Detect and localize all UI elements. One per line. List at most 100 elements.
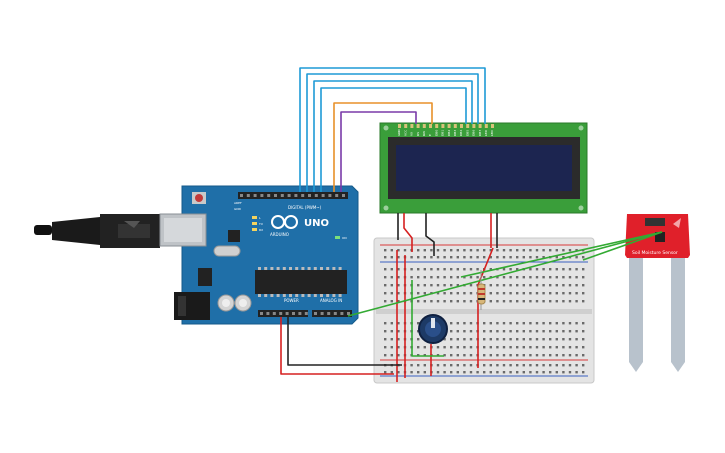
chip-pin bbox=[313, 294, 317, 297]
breadboard-hole bbox=[562, 256, 565, 259]
breadboard-hole bbox=[456, 346, 459, 349]
header-pin bbox=[347, 312, 350, 315]
breadboard-hole bbox=[542, 276, 545, 279]
breadboard-hole bbox=[509, 276, 512, 279]
breadboard-hole bbox=[463, 364, 466, 367]
lcd-pin bbox=[491, 124, 494, 128]
breadboard-hole bbox=[410, 364, 413, 367]
breadboard-hole bbox=[463, 330, 466, 333]
breadboard-hole bbox=[456, 284, 459, 287]
breadboard-hole bbox=[582, 338, 585, 341]
breadboard-hole bbox=[502, 276, 506, 279]
breadboard-hole bbox=[555, 346, 558, 349]
breadboard-hole bbox=[476, 249, 479, 252]
breadboard-hole bbox=[463, 322, 466, 325]
lcd-pin-label: GND bbox=[397, 128, 401, 136]
breadboard-hole bbox=[549, 322, 552, 325]
breadboard-hole bbox=[575, 284, 578, 287]
breadboard-hole bbox=[450, 256, 453, 259]
potentiometer[interactable] bbox=[418, 314, 448, 344]
breadboard-hole bbox=[483, 322, 486, 325]
soil-moisture-sensor: Soil Moisture Sensor bbox=[625, 214, 690, 372]
breadboard-hole bbox=[562, 284, 565, 287]
lcd-pin bbox=[422, 124, 426, 128]
breadboard-hole bbox=[496, 256, 499, 259]
breadboard-hole bbox=[489, 292, 492, 295]
breadboard-hole bbox=[529, 284, 532, 287]
breadboard-hole bbox=[436, 276, 440, 279]
breadboard-hole bbox=[483, 276, 486, 279]
chip-pin bbox=[301, 267, 305, 270]
breadboard-hole bbox=[549, 300, 552, 303]
breadboard-hole bbox=[450, 292, 453, 295]
chip-pin bbox=[258, 294, 261, 297]
breadboard-hole bbox=[483, 364, 486, 367]
breadboard-hole bbox=[549, 276, 552, 279]
breadboard-hole bbox=[423, 249, 426, 252]
breadboard-hole bbox=[384, 371, 387, 374]
breadboard-hole bbox=[509, 249, 512, 252]
breadboard-hole bbox=[496, 364, 499, 367]
breadboard-hole bbox=[476, 276, 479, 279]
chip-pin bbox=[270, 267, 274, 270]
breadboard-hole bbox=[568, 284, 572, 287]
breadboard-hole bbox=[476, 256, 479, 259]
breadboard-hole bbox=[542, 284, 545, 287]
breadboard-hole bbox=[522, 284, 525, 287]
lcd-pin bbox=[447, 124, 451, 128]
header-pin bbox=[342, 194, 345, 197]
breadboard-hole bbox=[509, 322, 512, 325]
wire-red bbox=[280, 317, 394, 375]
sensor-probe-left bbox=[629, 250, 643, 362]
breadboard-hole bbox=[483, 338, 486, 341]
header-pin bbox=[267, 194, 271, 197]
breadboard-hole bbox=[463, 276, 466, 279]
breadboard-hole bbox=[549, 292, 552, 295]
breadboard-hole bbox=[535, 338, 539, 341]
breadboard-hole bbox=[450, 346, 453, 349]
chip-pin bbox=[270, 294, 274, 297]
rx-label: RX bbox=[259, 228, 263, 232]
breadboard-hole bbox=[450, 322, 453, 325]
breadboard-hole bbox=[483, 249, 486, 252]
breadboard-hole bbox=[562, 276, 565, 279]
breadboard-hole bbox=[568, 364, 572, 367]
breadboard-hole bbox=[575, 330, 578, 333]
breadboard-hole bbox=[542, 330, 545, 333]
breadboard-hole bbox=[456, 354, 459, 357]
lcd-pin bbox=[466, 124, 470, 128]
breadboard-hole bbox=[423, 300, 426, 303]
wire-black bbox=[287, 317, 402, 366]
power-header-label: POWER bbox=[284, 298, 299, 303]
breadboard-hole bbox=[502, 292, 506, 295]
breadboard-hole bbox=[397, 371, 400, 374]
breadboard-hole bbox=[535, 284, 539, 287]
breadboard-hole bbox=[575, 256, 578, 259]
breadboard-hole bbox=[436, 284, 440, 287]
breadboard-hole bbox=[549, 364, 552, 367]
breadboard-hole bbox=[516, 322, 519, 325]
breadboard-hole bbox=[463, 346, 466, 349]
breadboard-hole bbox=[384, 300, 387, 303]
chip-pin bbox=[282, 294, 286, 297]
breadboard-hole bbox=[417, 276, 420, 279]
breadboard-hole bbox=[390, 300, 393, 303]
breadboard-hole bbox=[529, 338, 532, 341]
breadboard-hole bbox=[489, 371, 492, 374]
breadboard-hole bbox=[469, 292, 473, 295]
chip-pin bbox=[326, 294, 330, 297]
lcd-pin-label: DB5 bbox=[465, 130, 469, 136]
analog-header bbox=[312, 310, 352, 317]
breadboard-hole bbox=[582, 300, 585, 303]
breadboard-hole bbox=[436, 364, 440, 367]
header-pin bbox=[314, 194, 318, 197]
breadboard-hole bbox=[509, 330, 512, 333]
header-pin bbox=[340, 312, 344, 315]
breadboard-hole bbox=[575, 338, 578, 341]
breadboard-hole bbox=[436, 371, 440, 374]
wire-blue bbox=[313, 80, 473, 192]
header-pin bbox=[246, 194, 250, 197]
chip-pin bbox=[307, 294, 311, 297]
breadboard-hole bbox=[443, 346, 446, 349]
